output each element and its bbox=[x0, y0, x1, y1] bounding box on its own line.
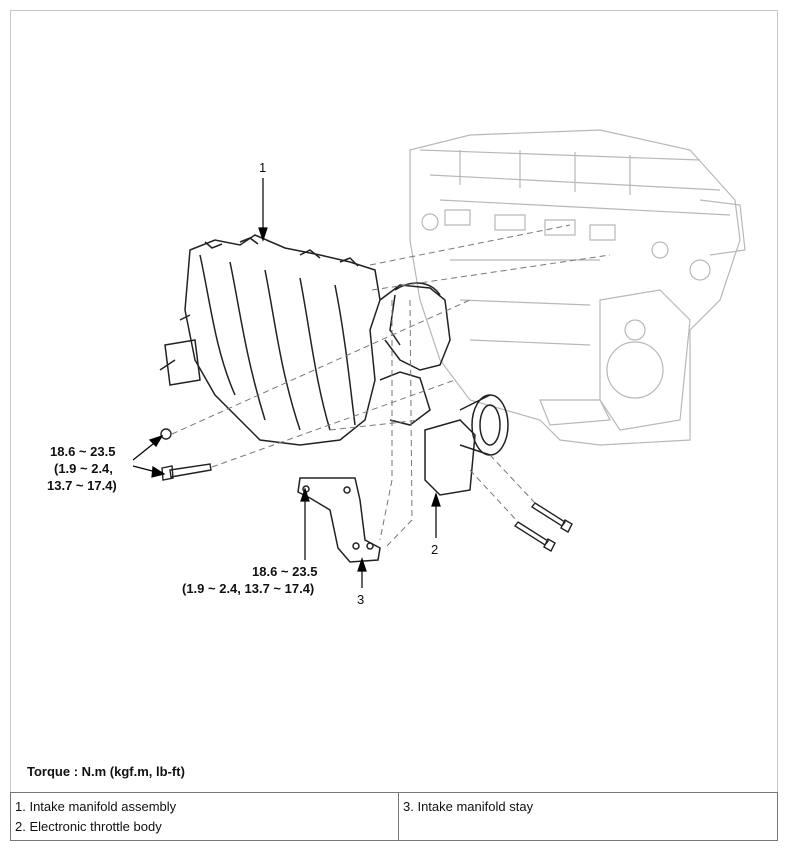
legend-item-2: 2. Electronic throttle body bbox=[15, 819, 162, 834]
torque-upper-line1: 18.6 ~ 23.5 bbox=[50, 444, 116, 459]
exploded-view-illustration bbox=[132, 129, 746, 588]
legend-item-1: 1. Intake manifold assembly bbox=[15, 799, 177, 814]
nut bbox=[160, 428, 172, 440]
callout-2: 2 bbox=[431, 542, 439, 557]
intake-manifold bbox=[159, 234, 451, 446]
torque-lower-line2: (1.9 ~ 2.4, 13.7 ~ 17.4) bbox=[182, 581, 315, 596]
bolt-left bbox=[161, 463, 212, 481]
fasteners bbox=[160, 428, 573, 552]
throttle-body bbox=[424, 394, 509, 496]
figure-frame bbox=[10, 10, 778, 792]
engine-block bbox=[409, 129, 746, 446]
callout-3: 3 bbox=[357, 592, 365, 607]
bolt-right-lower bbox=[513, 521, 556, 552]
bolt-right-upper bbox=[530, 502, 573, 533]
torque-upper-line2: (1.9 ~ 2.4, bbox=[54, 461, 113, 476]
manifold-stay bbox=[297, 477, 381, 563]
torque-lower-line1: 18.6 ~ 23.5 bbox=[252, 564, 318, 579]
callout-1: 1 bbox=[259, 160, 267, 175]
legend-column-1: 1. Intake manifold assembly 2. Electroni… bbox=[10, 792, 399, 841]
legend-item-3: 3. Intake manifold stay bbox=[403, 799, 534, 814]
guide-lines bbox=[171, 224, 611, 549]
torque-units-note: Torque : N.m (kgf.m, lb-ft) bbox=[27, 764, 185, 779]
legend-column-2: 3. Intake manifold stay bbox=[398, 792, 778, 841]
leader-arrows bbox=[132, 178, 441, 588]
torque-upper-line3: 13.7 ~ 17.4) bbox=[47, 478, 117, 493]
parts-legend-table: 1. Intake manifold assembly 2. Electroni… bbox=[10, 792, 778, 841]
